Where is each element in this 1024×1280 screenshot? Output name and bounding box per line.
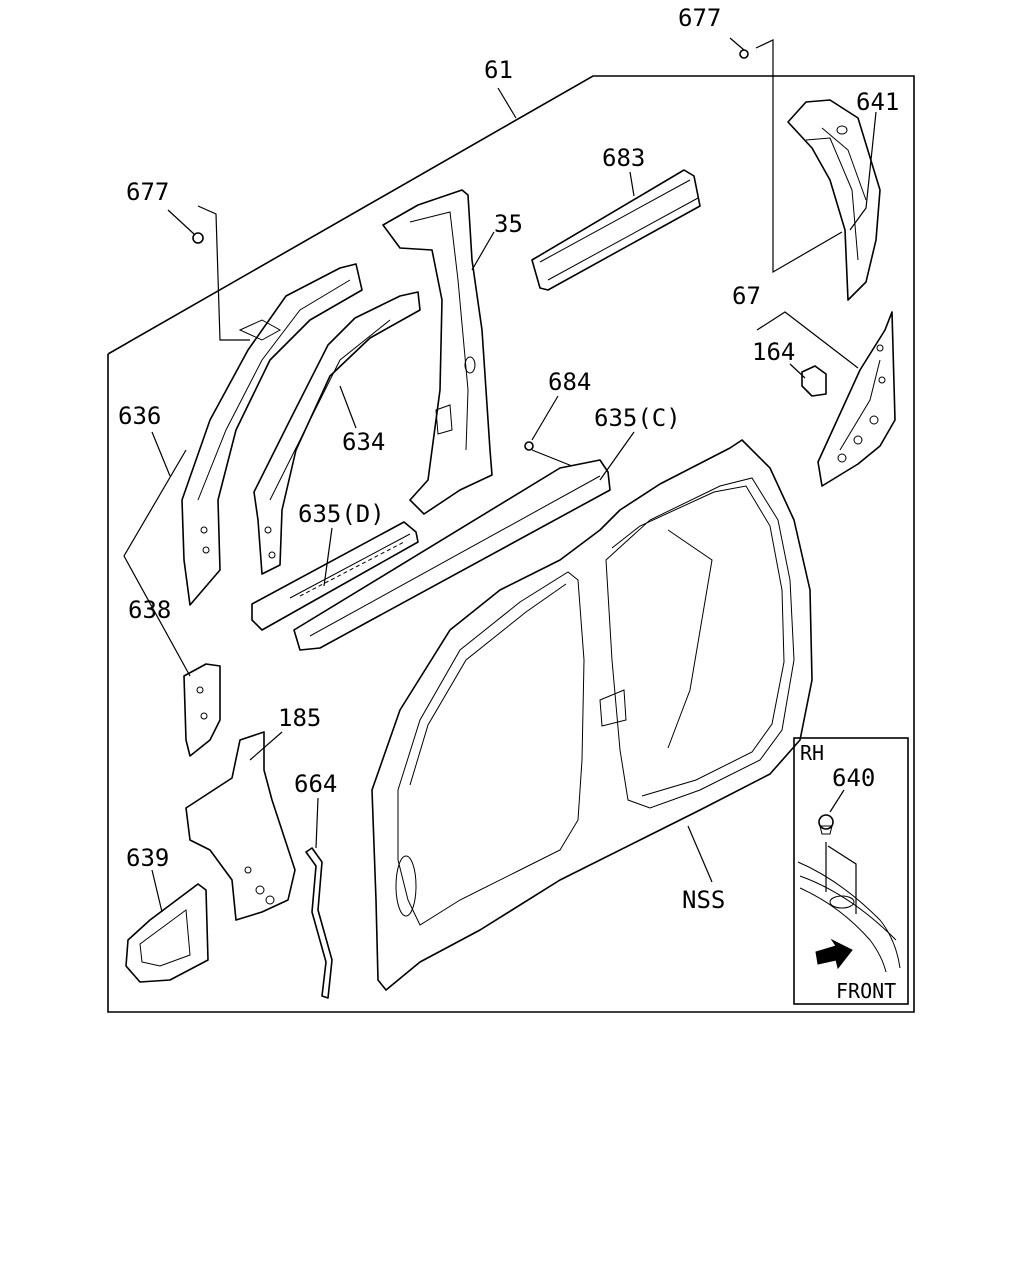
label-677-top: 677: [678, 4, 721, 32]
label-684: 684: [548, 368, 591, 396]
label-185: 185: [278, 704, 321, 732]
part-664: [305, 847, 333, 999]
label-640: 640: [832, 764, 875, 792]
label-164: 164: [752, 338, 795, 366]
label-635d: 635(D): [298, 500, 385, 528]
label-641: 641: [856, 88, 899, 116]
fastener-677-left: [192, 232, 204, 244]
part-641: [787, 99, 881, 301]
label-35: 35: [494, 210, 523, 238]
label-638: 638: [128, 596, 171, 624]
assembly-frame: [107, 75, 915, 1013]
part-164: [801, 365, 827, 397]
part-67: [817, 311, 896, 487]
label-683: 683: [602, 144, 645, 172]
part-35: [382, 189, 493, 515]
part-185: [185, 731, 296, 921]
label-61: 61: [484, 56, 513, 84]
label-677-left: 677: [126, 178, 169, 206]
label-nss: NSS: [682, 886, 725, 914]
part-635d: [251, 521, 419, 631]
part-634: [253, 291, 421, 575]
fastener-684: [524, 441, 534, 451]
label-67: 67: [732, 282, 761, 310]
inset-side-label: RH: [800, 741, 824, 765]
label-634: 634: [342, 428, 385, 456]
inset-rh: [793, 737, 909, 1005]
part-635c: [293, 459, 611, 651]
part-683: [531, 169, 701, 291]
label-635c: 635(C): [594, 404, 681, 432]
label-639: 639: [126, 844, 169, 872]
front-arrow-icon: [815, 938, 853, 970]
label-664: 664: [294, 770, 337, 798]
fastener-677-top: [739, 49, 749, 59]
leader-lines: [123, 37, 877, 913]
inset-front-label: FRONT: [836, 979, 896, 1003]
label-636: 636: [118, 402, 161, 430]
part-nss: [371, 439, 813, 991]
part-638: [183, 663, 221, 757]
part-639: [125, 883, 209, 983]
part-636: [181, 263, 363, 606]
